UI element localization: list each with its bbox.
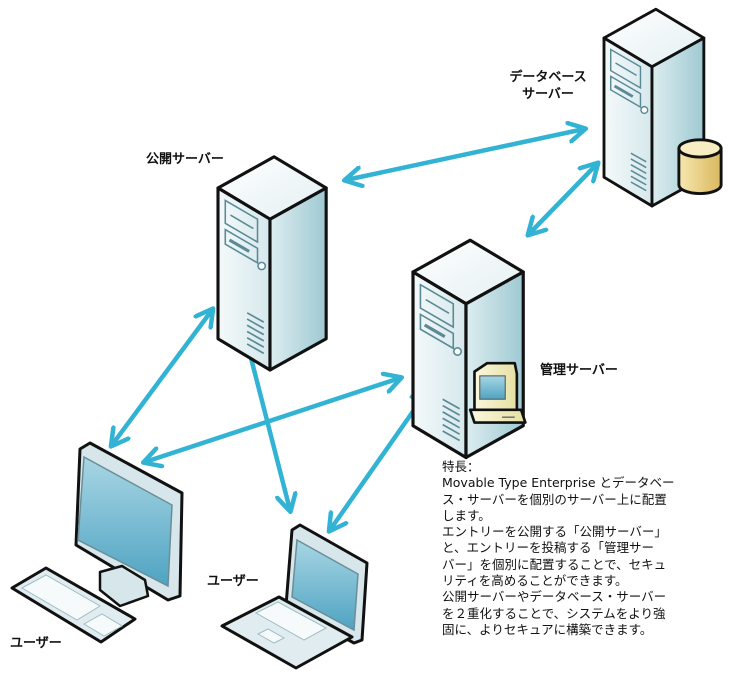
arrow-public-to-desktop (112, 310, 212, 445)
features-line: Movable Type Enterprise とデータベー (442, 475, 675, 491)
keyboard-icon (10, 566, 137, 644)
features-title: 特長： (442, 459, 480, 474)
features-description: 特長： Movable Type Enterprise とデータベー ス・サーバ… (442, 459, 738, 638)
database-cylinder-icon (677, 138, 723, 195)
features-line: 固に、よりセキュアに構築できます。 (442, 621, 653, 637)
features-line: リティを高めることができます。 (442, 573, 628, 589)
laptop-computer-icon (220, 523, 369, 670)
features-line: を２重化することで、システムをより強 (442, 605, 666, 621)
features-line: バー」を個別に配置することで、セキュ (442, 556, 667, 572)
arrow-public-to-database (346, 129, 584, 180)
database-server-label: データベース サーバー (503, 69, 593, 103)
admin-server-label: 管理サーバー (540, 363, 618, 378)
features-line: エントリーを公開する「公開サーバー」 (442, 524, 667, 540)
database-server-label-line1: データベース (509, 70, 587, 85)
admin-server-icon (411, 238, 527, 460)
features-line: します。 (442, 507, 491, 523)
admin-pc-icon (468, 361, 527, 424)
desktop-computer-icon (10, 441, 184, 644)
database-server-icon (602, 7, 723, 208)
public-server-label: 公開サーバー (146, 152, 224, 167)
features-line: と、エントリーを投稿する「管理サー (442, 540, 655, 556)
database-server-label-line2: サーバー (522, 87, 574, 102)
arrow-admin-to-database (529, 164, 597, 234)
public-server-icon (216, 155, 328, 372)
features-line: 公開サーバーやデータベース・サーバー (442, 589, 667, 605)
laptop-user-label: ユーザー (207, 574, 259, 589)
desktop-user-label: ユーザー (10, 636, 62, 651)
features-line: ス・サーバーを個別のサーバー上に配置 (442, 491, 667, 507)
